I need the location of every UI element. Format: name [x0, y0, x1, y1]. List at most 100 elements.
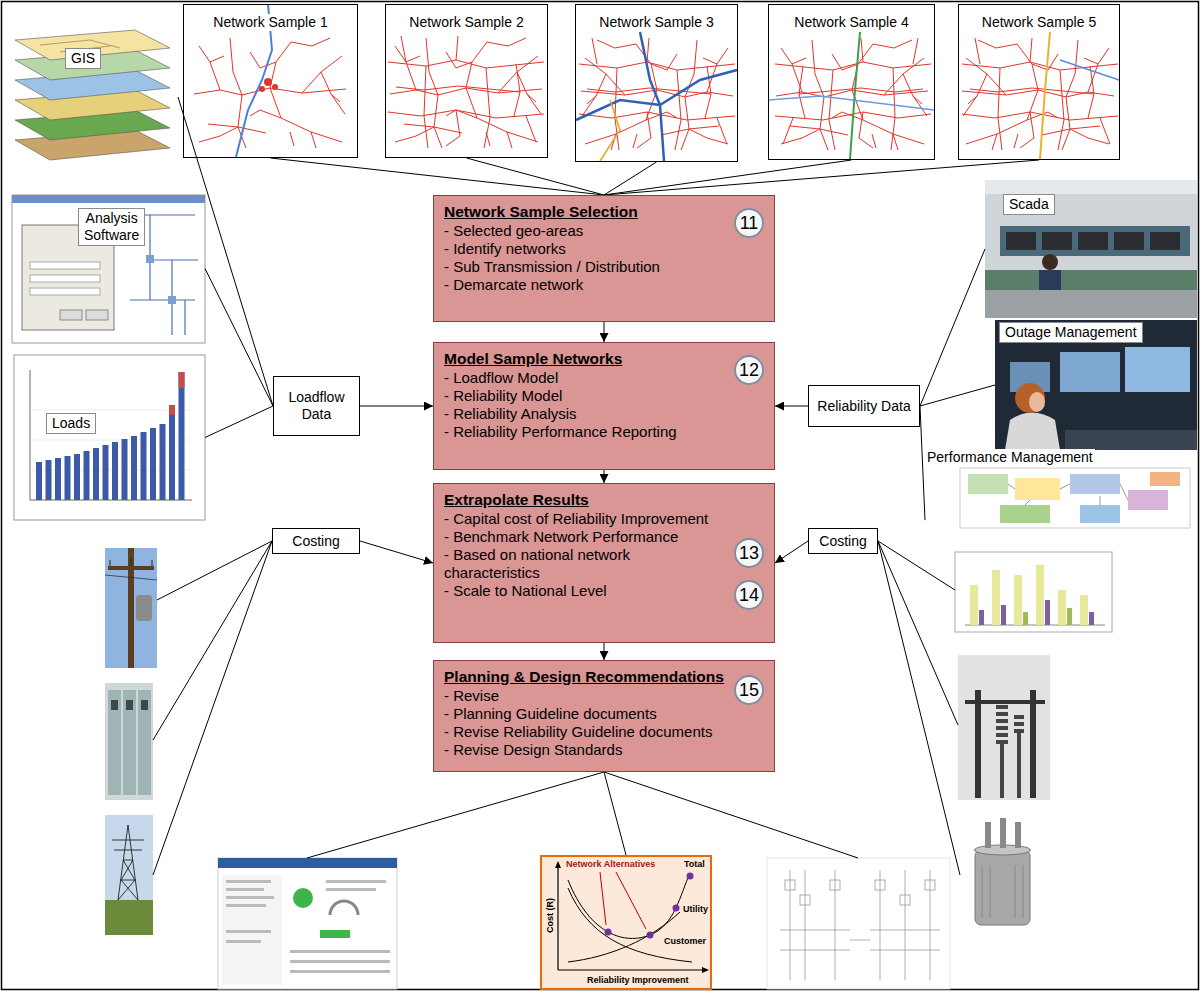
connector	[205, 269, 273, 407]
transformer-photo	[985, 822, 991, 848]
bullet-item: - Benchmark Network Performance	[444, 528, 728, 546]
network-sample: Network Sample 1	[183, 4, 358, 158]
sample-title: Network Sample 1	[210, 14, 330, 31]
callout-number: 11	[740, 214, 759, 232]
software-screenshot	[146, 255, 154, 263]
network-map	[769, 96, 934, 110]
cost-curve-picture	[673, 905, 680, 912]
cost-chart-picture	[1080, 595, 1088, 625]
network-sample: Network Sample 2	[385, 4, 548, 158]
load-chart-picture	[14, 355, 205, 520]
chart-label: Cost (R)	[545, 895, 556, 935]
single-line-diagram-picture	[900, 895, 910, 905]
substation-photo	[1014, 722, 1024, 726]
load-chart-picture	[150, 428, 156, 500]
cost-chart-picture	[1045, 600, 1050, 625]
substation-photo	[1017, 733, 1021, 798]
data-box: Loadflow Data	[273, 376, 360, 436]
control-room-photo	[985, 180, 1197, 318]
cost-chart-picture	[955, 552, 1112, 632]
chart-label: Utility	[683, 904, 708, 915]
connector	[604, 160, 852, 195]
leader-line	[153, 541, 960, 875]
switchgear-photo	[126, 700, 133, 710]
software-screenshot	[12, 195, 205, 343]
network-map	[579, 38, 735, 150]
transformer-photo	[975, 850, 1030, 925]
box-label: Costing	[819, 533, 866, 550]
switchgear-photo	[111, 700, 118, 710]
chart-label: Reliability Improvement	[587, 975, 689, 986]
network-map	[264, 78, 272, 86]
dashboard-screenshot	[218, 858, 397, 868]
bullet-item: - Revise Reliability Guideline documents	[444, 723, 728, 741]
control-room-photo	[1042, 254, 1058, 270]
performance-chart-picture	[1000, 505, 1050, 523]
chart-label: Network Alternatives	[566, 859, 655, 870]
picture-panel: GIS	[8, 18, 178, 176]
performance-chart-picture	[1150, 472, 1180, 486]
transformer-photo	[982, 865, 1023, 918]
substation-photo	[975, 690, 981, 798]
data-box: Costing	[808, 528, 878, 554]
load-chart-picture	[131, 436, 137, 500]
performance-chart-picture	[1015, 478, 1060, 500]
dashboard-screenshot	[226, 880, 271, 883]
control-room-photo	[1006, 232, 1036, 250]
substation-photo	[996, 733, 1008, 737]
cost-curve-picture	[600, 872, 646, 929]
dashboard-screenshot	[290, 960, 390, 963]
process-box: Model Sample Networks- Loadflow Model- R…	[433, 342, 775, 470]
connector	[467, 158, 605, 195]
switchgear-photo	[105, 683, 153, 800]
connector	[775, 541, 808, 563]
load-chart-picture	[112, 442, 118, 500]
single-line-diagram-picture	[830, 880, 840, 890]
cost-curve-picture	[541, 856, 711, 989]
connector	[775, 406, 808, 407]
outage-room-photo	[995, 320, 1197, 450]
performance-chart-picture	[1070, 474, 1120, 494]
performance-chart-picture	[960, 468, 1190, 528]
control-room-photo	[985, 180, 1197, 318]
load-chart-picture	[103, 445, 109, 500]
control-room-photo	[985, 180, 1197, 194]
control-room-photo	[1078, 232, 1108, 250]
load-chart-picture	[36, 372, 185, 500]
control-room-photo	[985, 290, 1197, 318]
pole-transformer-photo	[108, 566, 154, 570]
load-chart-picture	[30, 370, 192, 500]
connector	[604, 162, 657, 195]
chart-label: Total	[684, 859, 705, 870]
data-box: Reliability Data	[808, 385, 920, 427]
control-room-photo	[985, 270, 1197, 290]
control-room-photo	[1042, 232, 1072, 250]
dashboard-screenshot	[226, 888, 264, 891]
sample-title: Network Sample 2	[406, 14, 526, 31]
software-screenshot	[30, 275, 100, 282]
callout-number: 14	[739, 586, 759, 604]
single-line-diagram-picture	[780, 930, 940, 950]
network-sample: Network Sample 5	[958, 4, 1120, 160]
panel-label: Performance Management	[925, 449, 1095, 466]
network-sample: Network Sample 3	[575, 4, 738, 162]
dashboard-screenshot	[320, 930, 350, 938]
bullet-item: - Demarcate network	[444, 276, 728, 294]
network-map	[640, 32, 664, 161]
panel-label: Analysis Software	[78, 208, 145, 246]
load-chart-picture	[122, 439, 128, 500]
single-line-diagram-picture	[767, 858, 950, 989]
cost-chart-picture	[1089, 612, 1094, 625]
switchgear-photo	[108, 690, 121, 795]
network-map	[1040, 32, 1050, 159]
network-map	[388, 36, 544, 148]
single-line-diagram-picture	[850, 940, 870, 941]
network-map	[850, 32, 860, 159]
connector	[604, 470, 605, 483]
cost-chart-picture	[955, 552, 1112, 632]
cost-curve-picture	[702, 967, 709, 973]
dashboard-screenshot	[218, 858, 397, 989]
callout-circle: 13	[734, 538, 764, 568]
